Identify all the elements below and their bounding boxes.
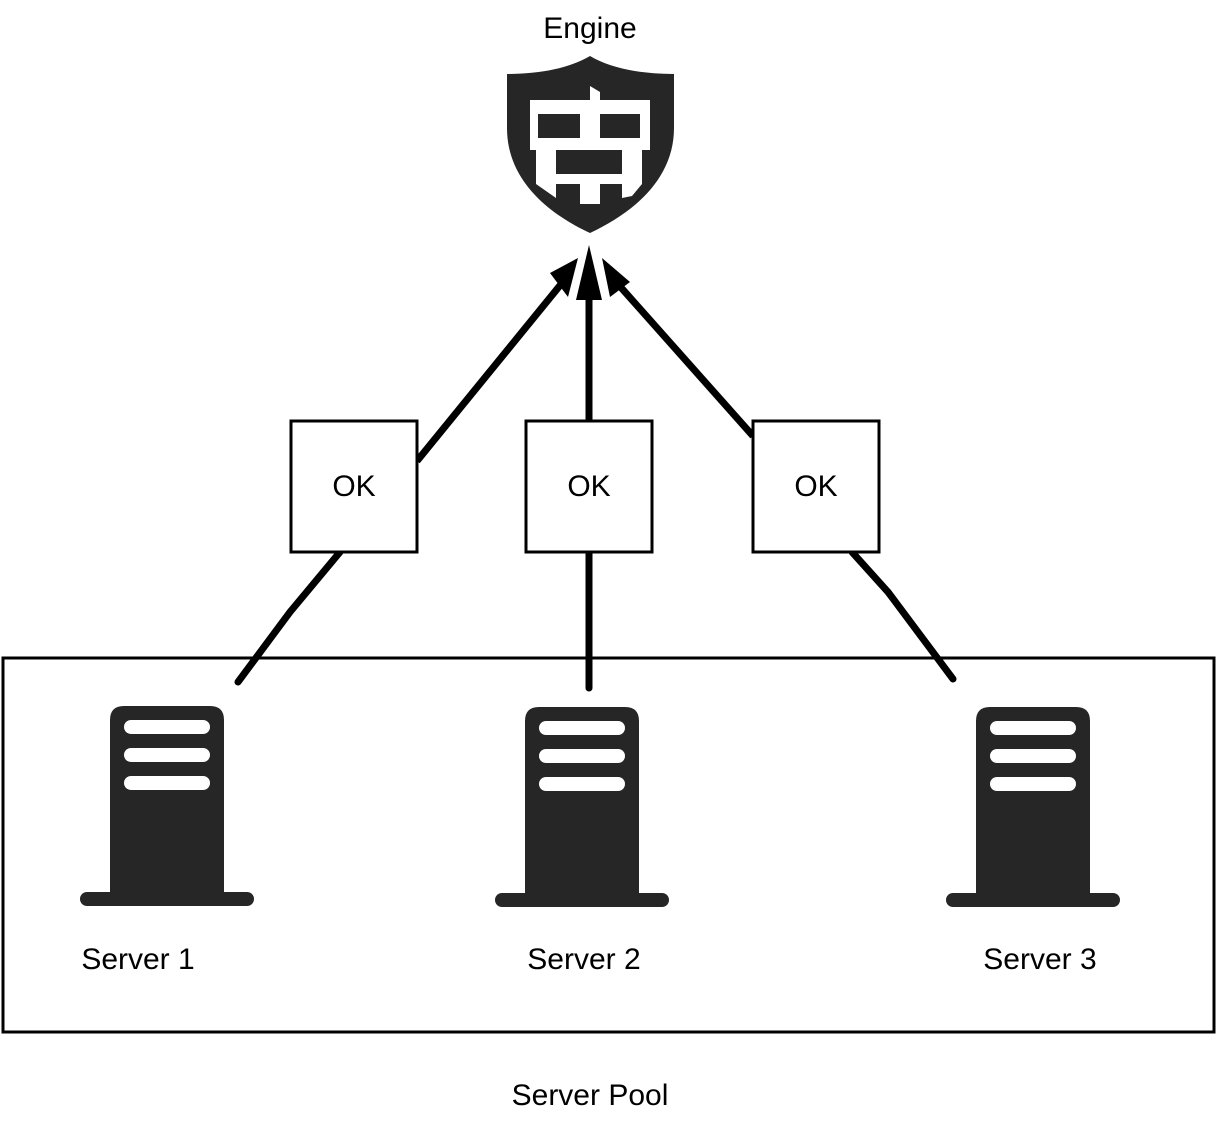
- server-icon: [495, 707, 669, 907]
- status-box-2[interactable]: OK: [524, 419, 654, 554]
- status-box-1[interactable]: OK: [289, 419, 419, 554]
- server-label: Server 3: [983, 943, 1096, 976]
- connector-arrow-3: [602, 258, 756, 439]
- connector-arrow-1: [414, 258, 578, 464]
- status-box-label: OK: [567, 470, 610, 503]
- server-2[interactable]: Server 2: [495, 707, 669, 976]
- server-icon: [80, 706, 254, 906]
- server-pool-label: Server Pool: [512, 1079, 669, 1112]
- status-box-label: OK: [332, 470, 375, 503]
- status-box-label: OK: [794, 470, 837, 503]
- server-icon: [946, 707, 1120, 907]
- status-box-3[interactable]: OK: [751, 419, 881, 554]
- engine-label: Engine: [543, 12, 636, 45]
- server-label: Server 1: [81, 943, 194, 976]
- server-1[interactable]: Server 1: [80, 706, 254, 976]
- firewall-shield-icon: [507, 56, 674, 233]
- connector-line-1: [234, 548, 344, 686]
- server-3[interactable]: Server 3: [946, 707, 1120, 976]
- connector-line-3: [848, 548, 957, 683]
- server-label: Server 2: [527, 943, 640, 976]
- connector-arrow-2: [576, 245, 602, 421]
- server-pool-container: [1, 656, 1216, 1034]
